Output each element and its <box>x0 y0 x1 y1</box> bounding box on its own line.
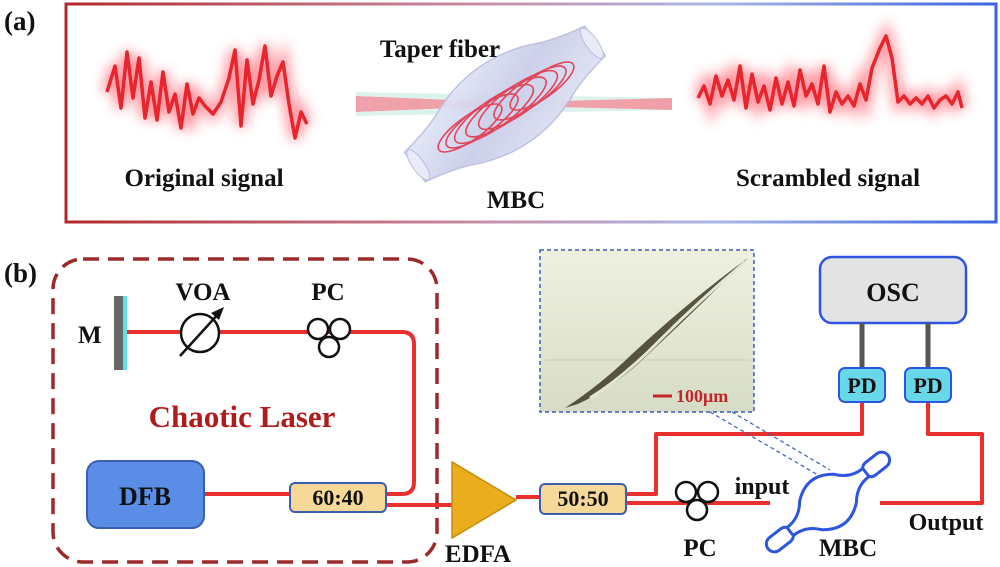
coupler-50-50-label: 50:50 <box>557 486 608 511</box>
panel-a: (a) Original signal <box>4 2 998 224</box>
oscilloscope-box <box>818 255 968 325</box>
scrambled-signal-label: Scrambled signal <box>736 165 920 192</box>
osc-label: OSC <box>866 278 919 307</box>
chaotic-laser-label: Chaotic Laser <box>149 399 336 434</box>
photodetector-2 <box>904 367 952 403</box>
mbc-label-a: MBC <box>487 187 545 214</box>
input-label: input <box>735 474 790 500</box>
pc-bottom-label: PC <box>683 535 716 562</box>
coupler-60-40 <box>289 482 387 513</box>
mirror <box>114 296 127 370</box>
panel-a-frame <box>64 2 998 224</box>
fiber-paths <box>126 330 984 507</box>
chaotic-laser-box <box>51 257 439 564</box>
mbc-device-icon <box>764 450 892 554</box>
pd-1-label: PD <box>847 373 876 398</box>
original-signal-label: Original signal <box>124 165 283 192</box>
scale-bar-label: 100μm <box>676 386 728 406</box>
pd-2-label: PD <box>913 373 942 398</box>
scrambled-signal-waveform <box>692 19 968 127</box>
mirror-label: M <box>78 322 102 349</box>
pc-top-icon <box>306 317 352 359</box>
pc-bottom-icon <box>674 480 720 522</box>
dfb-laser-box <box>86 460 205 529</box>
taper-fiber-mbc-illustration <box>356 25 672 183</box>
edfa-amplifier-icon <box>451 460 518 540</box>
original-signal-waveform <box>101 39 313 140</box>
taper-fiber-label: Taper fiber <box>380 36 500 63</box>
voa-label: VOA <box>175 279 230 306</box>
photodetector-1 <box>838 367 886 403</box>
panel-a-label: (a) <box>4 6 35 36</box>
edfa-label: EDFA <box>445 541 511 567</box>
coupler-50-50 <box>539 483 627 515</box>
voa-icon <box>179 307 224 357</box>
pc-top-label: PC <box>311 279 344 306</box>
pd-osc-cables <box>859 323 931 368</box>
mbc-label-b: MBC <box>819 535 877 562</box>
panel-b: (b) Chaotic Laser M <box>4 249 984 567</box>
inset-pointer-lines <box>709 411 831 476</box>
coupler-60-40-label: 60:40 <box>312 485 363 510</box>
output-label: Output <box>909 510 984 536</box>
mbc-micrograph-inset <box>539 249 755 413</box>
dfb-label: DFB <box>119 482 171 511</box>
panel-b-label: (b) <box>4 258 37 288</box>
